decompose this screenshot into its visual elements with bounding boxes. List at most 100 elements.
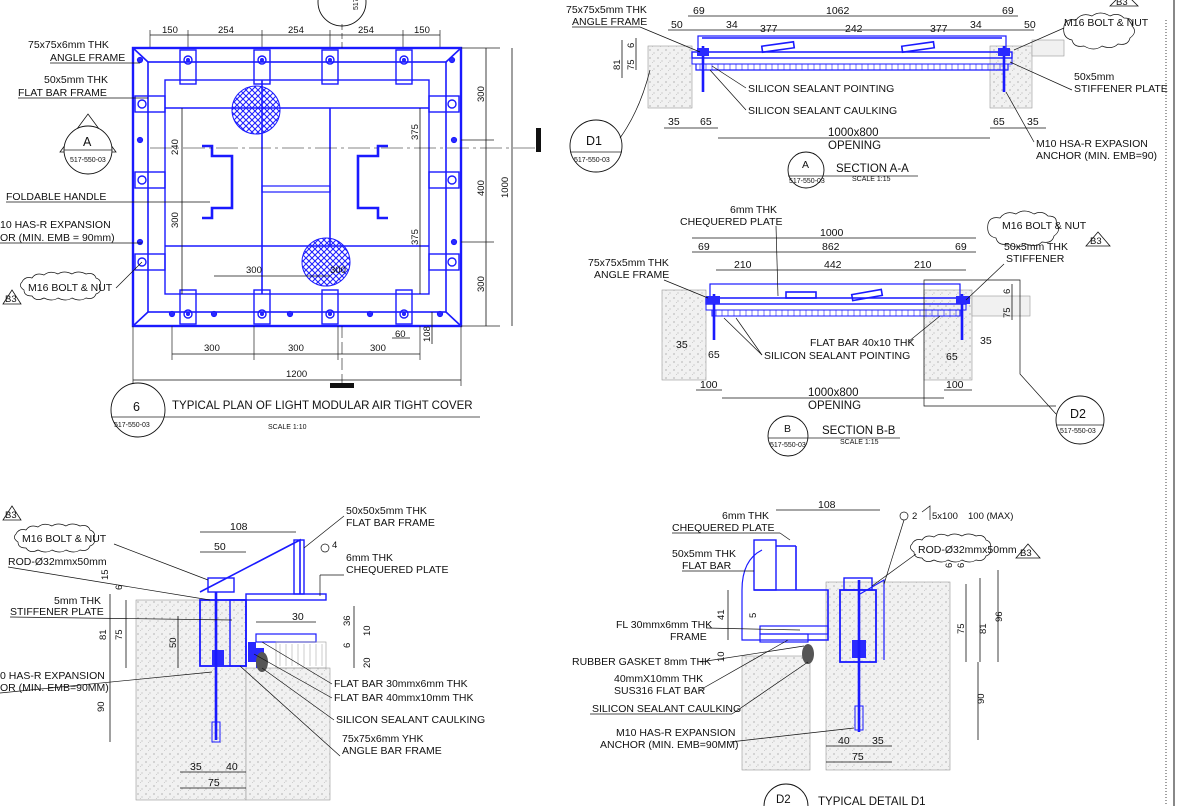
sa-label-stiffener: 50x5mm	[1074, 71, 1115, 83]
sb-dim-69-r: 69	[955, 241, 967, 253]
sa-title: SECTION A-A	[836, 163, 909, 175]
sb-dim-75: 75	[1002, 307, 1013, 318]
sa-dim-1062: 1062	[826, 5, 850, 17]
sa-scale: SCALE 1:15	[852, 176, 891, 183]
detail-d1-title: D2 TYPICAL DETAIL D1	[763, 783, 926, 806]
dr-dim-6-a: 6	[944, 563, 955, 568]
sb-label-pointing: SILICON SEALANT POINTING	[764, 350, 910, 362]
dr-dim-41: 41	[716, 609, 727, 620]
section-a-title: A 517-550-03 SECTION A-A SCALE 1:15	[787, 151, 918, 189]
dr-dim-40: 40	[838, 735, 850, 747]
dr-label-fl-2: FRAME	[670, 631, 707, 643]
sb-opening-dim: 1000x800	[808, 387, 859, 399]
plan-title: TYPICAL PLAN OF LIGHT MODULAR AIR TIGHT …	[172, 400, 473, 412]
lifting-point-marker	[231, 85, 281, 135]
sb-label-plate-2: CHEQUERED PLATE	[680, 216, 783, 228]
bolt-callout-cloud: M16 BOLT & NUT B3	[2, 261, 143, 305]
dl-label-anchor: 0 HAS-R EXPANSION	[0, 670, 105, 682]
dr-footer-label: D2	[776, 794, 791, 806]
dim-300-b1: 300	[204, 343, 220, 354]
sa-dim-242: 242	[845, 23, 863, 35]
dim-300-inner: 300	[170, 212, 181, 228]
dr-dim-75-b: 75	[852, 751, 864, 763]
sb-dim-100-l: 100	[700, 379, 718, 391]
sa-b3-marker: B3	[1116, 0, 1128, 8]
plan-labels: 75x75x6mm THK ANGLE FRAME 50x5mm THK FLA…	[0, 39, 210, 244]
sb-dim-6: 6	[1002, 289, 1013, 294]
section-b-b: 1000 69 862 69 210 442 210 6 75 35 65 35…	[588, 204, 1111, 457]
sa-dim-6: 6	[626, 43, 637, 48]
dr-label-sus-2: SUS316 FLAT BAR	[614, 685, 706, 697]
sb-dim-65-r: 65	[946, 351, 958, 363]
sa-label-angle: 75x75x5mm THK	[566, 4, 647, 16]
sb-label-angle: 75x75x5mm THK	[588, 257, 669, 269]
dl-dim-15: 15	[100, 569, 111, 580]
dim-375-b: 375	[410, 229, 421, 245]
dim-254-a: 254	[218, 25, 234, 36]
dim-1000-r: 1000	[500, 177, 511, 198]
detail-right: 108 41 5 10 6 6 75 81 96 90 40 35 75 6mm…	[572, 499, 1041, 806]
sa-label-anchor: M10 HSA-R EXPASION	[1036, 138, 1148, 150]
d1-label: D1	[586, 134, 602, 148]
sb-label-flatbar: FLAT BAR 40x10 THK	[810, 337, 914, 349]
dim-1200: 1200	[286, 369, 307, 380]
dr-b3-marker: B3	[1020, 548, 1032, 559]
sb-label-stiffener: 50x5mm THK	[1004, 241, 1068, 253]
sb-dim-35-l: 35	[676, 339, 688, 351]
sa-title-ref: 517-550-03	[789, 178, 825, 185]
dr-label-flatbar: 50x5mm THK	[672, 548, 736, 560]
dl-dim-40: 40	[226, 761, 238, 773]
dl-dim-108: 108	[230, 521, 248, 533]
dr-dim-75: 75	[956, 623, 967, 634]
dl-dim-50-v: 50	[168, 637, 179, 648]
lifting-point-marker	[301, 237, 351, 287]
dl-label-plate: 6mm THK	[346, 552, 393, 564]
dl-label-plate-2: CHEQUERED PLATE	[346, 564, 449, 576]
sa-dim-69-r: 69	[1002, 5, 1014, 17]
sa-dim-75: 75	[626, 59, 637, 70]
dr-weld-spec: 5x100	[932, 511, 958, 522]
dr-label-plate: 6mm THK	[722, 510, 769, 522]
sb-dim-210-l: 210	[734, 259, 752, 271]
dim-240: 240	[170, 139, 181, 155]
outer-angle-frame	[131, 46, 463, 328]
dr-label-anchor-2: ANCHOR (MIN. EMB=90MM)	[600, 739, 739, 751]
dim-300-h1: 300	[246, 265, 262, 276]
label-angle-frame: 75x75x6mm THK	[28, 39, 109, 51]
dl-dim-30: 30	[292, 611, 304, 623]
section-callout-a: A 517-550-03	[59, 113, 117, 175]
dl-dim-4: 4	[332, 540, 337, 551]
sa-label-pointing: SILICON SEALANT POINTING	[748, 83, 894, 95]
dim-300-r2: 300	[476, 276, 487, 292]
sb-dim-100-r: 100	[946, 379, 964, 391]
dl-dim-6-b: 6	[342, 643, 353, 648]
sb-title: SECTION B-B	[822, 425, 896, 437]
sb-dim-65-l: 65	[708, 349, 720, 361]
callout-a-letter: A	[83, 135, 92, 149]
label-angle-frame-2: ANGLE FRAME	[50, 52, 125, 64]
sa-dim-65-r: 65	[993, 116, 1005, 128]
label-anchor: 10 HAS-R EXPANSION	[0, 219, 111, 231]
section-a-plate	[691, 51, 1013, 59]
dim-300-b2: 300	[288, 343, 304, 354]
sb-dim-1000: 1000	[820, 227, 844, 239]
plan-view: 150 254 254 254 150 517	[0, 0, 541, 438]
plan-title-ref: 517-550-03	[114, 422, 150, 429]
plan-dims-right: 300 400 300 1000	[461, 47, 513, 327]
dim-108: 108	[422, 326, 433, 342]
sa-dim-377-l: 377	[760, 23, 778, 35]
plan-scale: SCALE 1:10	[268, 424, 307, 431]
dr-label-caulk: SILICON SEALANT CAULKING	[592, 703, 741, 715]
dl-dim-81: 81	[98, 629, 109, 640]
detail-callout-d1: D1 517-550-03	[569, 69, 651, 173]
sa-label-anchor-2: ANCHOR (MIN. EMB=90)	[1036, 150, 1157, 162]
dl-anchor-nut	[212, 650, 224, 666]
dr-weld-max: 100 (MAX)	[968, 511, 1013, 522]
dl-dim-10: 10	[362, 625, 373, 636]
dr-footer-title: TYPICAL DETAIL D1	[818, 796, 926, 806]
dl-label-frame-2: FLAT BAR FRAME	[346, 517, 435, 529]
dl-dim-75-b: 75	[208, 777, 220, 789]
dr-dim-35: 35	[872, 735, 884, 747]
dl-dim-50: 50	[214, 541, 226, 553]
label-anchor-2: OR (MIN. EMB = 90mm)	[0, 232, 115, 244]
